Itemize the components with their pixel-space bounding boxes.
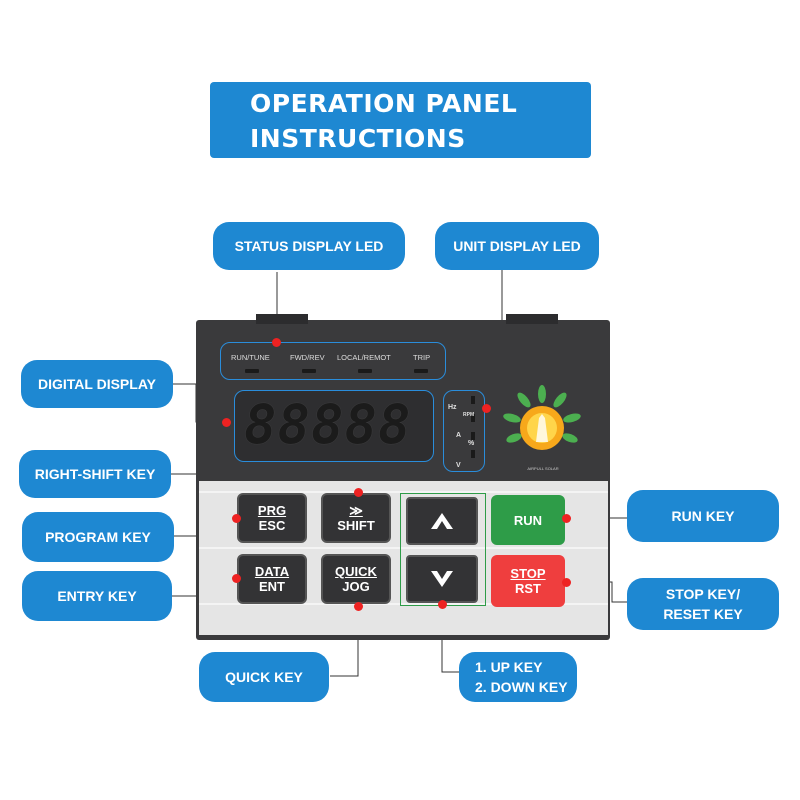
callout-updown-text-1: 1. UP KEY <box>475 659 543 675</box>
jog-label: JOG <box>342 579 370 594</box>
up-arrow-icon <box>431 513 453 529</box>
rst-label: RST <box>515 581 541 596</box>
data-label: DATA <box>254 564 290 579</box>
down-arrow-icon <box>431 571 453 587</box>
shift-label: SHIFT <box>337 518 375 533</box>
page-title: OPERATION PANEL INSTRUCTIONS <box>210 82 591 158</box>
logo-text: AIRPULL SOLAR <box>527 466 559 471</box>
run-key[interactable]: RUN <box>491 495 565 545</box>
led-label-fwd-rev: FWD/REV <box>290 353 325 362</box>
led-run-tune <box>245 369 259 373</box>
callout-stop-text-1: STOP KEY/ <box>665 586 741 602</box>
stop-rst-key[interactable]: STOP RST <box>491 555 565 607</box>
callout-digital-display: DIGITAL DISPLAY <box>21 360 173 408</box>
up-key[interactable] <box>406 497 478 545</box>
unit-label-v: V <box>456 462 461 469</box>
title-line-2: INSTRUCTIONS <box>250 124 466 153</box>
unit-led-3 <box>471 432 475 440</box>
marker-entry-key <box>232 574 241 583</box>
ent-label: ENT <box>259 579 285 594</box>
unit-label-rpm: RPM <box>463 412 475 418</box>
marker-status-led <box>272 338 281 347</box>
callout-run: RUN KEY <box>627 490 779 542</box>
stop-label: STOP <box>510 566 546 581</box>
marker-stop-key <box>562 578 571 587</box>
shift-arrow-icon: ≫ <box>349 503 363 518</box>
callout-run-text: RUN KEY <box>671 508 735 524</box>
unit-led-1 <box>471 396 475 404</box>
marker-program-key <box>232 514 241 523</box>
callout-updown-text-2: 2. DOWN KEY <box>475 679 568 695</box>
led-label-trip: TRIP <box>413 353 431 362</box>
prg-esc-key[interactable]: PRG ESC <box>237 493 307 543</box>
down-key[interactable] <box>406 555 478 603</box>
unit-led-4 <box>471 450 475 458</box>
callout-entry-text: ENTRY KEY <box>57 588 137 604</box>
quick-label: QUICK <box>335 564 377 579</box>
data-ent-key[interactable]: DATA ENT <box>237 554 307 604</box>
callout-unit-led: UNIT DISPLAY LED <box>435 222 599 270</box>
title-line-1: OPERATION PANEL <box>250 89 518 118</box>
marker-unit-led <box>482 404 491 413</box>
unit-led-group <box>443 390 485 472</box>
prg-label: PRG <box>257 503 287 518</box>
callout-right-shift: RIGHT-SHIFT KEY <box>19 450 171 498</box>
callout-stop: STOP KEY/ RESET KEY <box>627 578 779 630</box>
status-led-group <box>220 342 446 380</box>
marker-quick-key <box>354 602 363 611</box>
top-clip-left <box>256 314 308 324</box>
callout-program-text: PROGRAM KEY <box>45 529 151 545</box>
unit-label-a: A <box>456 432 462 439</box>
sun-logo-icon <box>503 385 581 450</box>
callout-digital-display-text: DIGITAL DISPLAY <box>38 376 156 392</box>
marker-updown-key <box>438 600 447 609</box>
callout-status-led-text: STATUS DISPLAY LED <box>234 238 384 254</box>
callout-stop-text-2: RESET KEY <box>663 606 743 622</box>
display-digits: 88888 <box>244 393 412 456</box>
callout-quick: QUICK KEY <box>199 652 329 702</box>
unit-label-hz: Hz <box>448 404 457 411</box>
shift-key[interactable]: ≫ SHIFT <box>321 493 391 543</box>
led-local-remot <box>358 369 372 373</box>
callout-program: PROGRAM KEY <box>22 512 174 562</box>
esc-label: ESC <box>258 518 286 533</box>
callout-updown: 1. UP KEY 2. DOWN KEY <box>459 652 577 702</box>
callout-right-shift-text: RIGHT-SHIFT KEY <box>34 466 156 482</box>
callout-unit-led-text: UNIT DISPLAY LED <box>453 238 581 254</box>
quick-jog-key[interactable]: QUICK JOG <box>321 554 391 604</box>
digital-display <box>234 390 434 462</box>
marker-shift-key <box>354 488 363 497</box>
callout-status-led: STATUS DISPLAY LED <box>213 222 405 270</box>
run-label: RUN <box>513 512 543 528</box>
led-trip <box>414 369 428 373</box>
marker-run-key <box>562 514 571 523</box>
marker-digital-display <box>222 418 231 427</box>
top-clip-right <box>506 314 558 324</box>
unit-label-pct: % <box>468 440 475 447</box>
led-fwd-rev <box>302 369 316 373</box>
led-label-local-remot: LOCAL/REMOT <box>337 353 391 362</box>
callout-entry: ENTRY KEY <box>22 571 172 621</box>
callout-quick-text: QUICK KEY <box>225 669 303 685</box>
unit-led-2 <box>471 414 475 422</box>
led-label-run-tune: RUN/TUNE <box>231 353 270 362</box>
